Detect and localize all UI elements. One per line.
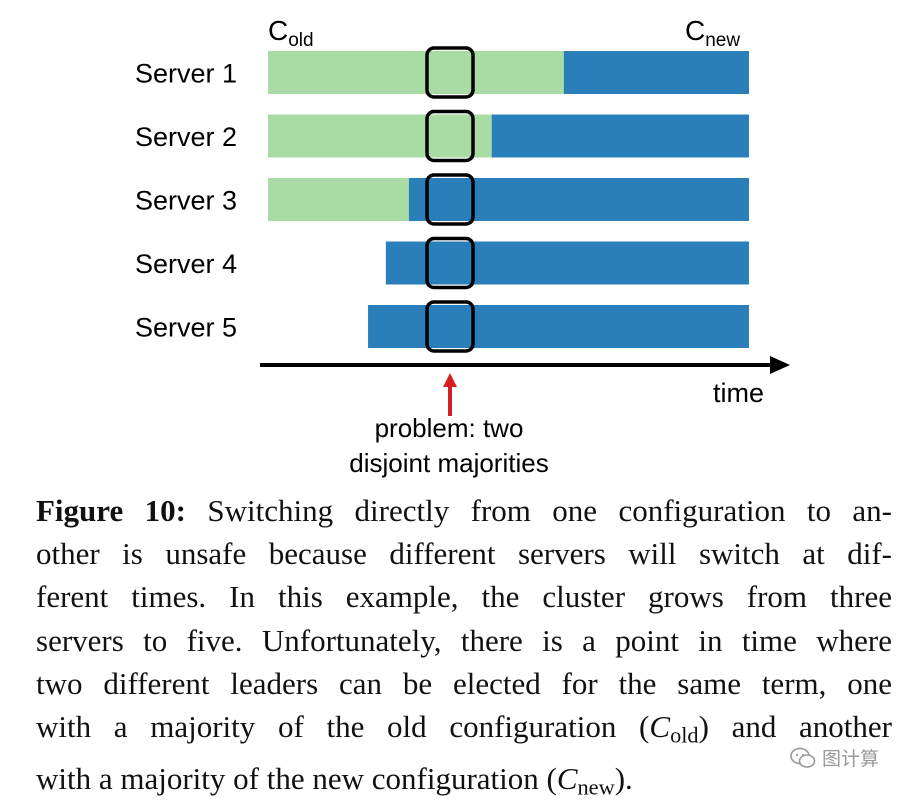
caption-line-1: Switching directly from one configuratio…	[207, 493, 893, 528]
old-config-segment	[268, 178, 409, 221]
watermark: 图计算	[790, 744, 879, 771]
problem-label-line1: problem: two	[375, 413, 524, 443]
caption-line-7: with a majority of the new configuration…	[36, 760, 633, 800]
old-config-segment	[268, 114, 492, 158]
new-config-segment	[368, 305, 749, 348]
watermark-text: 图计算	[822, 748, 880, 770]
time-point-highlight	[425, 173, 475, 226]
server-label: Server 1	[135, 59, 237, 89]
time-point-highlight	[425, 236, 475, 290]
server-label: Server 2	[135, 122, 237, 152]
old-config-segment	[268, 51, 564, 94]
time-point-highlight	[425, 46, 475, 99]
caption-line-6: with a majority of the old configuration…	[36, 709, 892, 748]
new-config-segment	[408, 178, 749, 221]
time-point-highlight	[425, 300, 475, 353]
caption-label: Figure 10:	[36, 493, 186, 528]
server-label: Server 3	[135, 186, 237, 216]
server-label: Server 4	[135, 249, 237, 279]
new-config-segment	[563, 51, 749, 94]
caption-line-5: two different leaders can be elected for…	[36, 665, 892, 701]
new-config-segment	[385, 241, 749, 285]
time-axis-arrowhead	[770, 356, 790, 374]
caption-line-2: other is unsafe because different server…	[36, 536, 892, 572]
c-new-label: Cnew	[685, 15, 740, 51]
problem-label-line2: disjoint majorities	[349, 448, 548, 478]
server-rows: Server 1 Server 2 Server 3 Server 4 Server 5	[135, 46, 749, 353]
c-old-label: Cold	[268, 15, 314, 51]
figure-caption: Figure 10: Switching directly from one c…	[36, 489, 892, 809]
caption-line-3: ferent times. In this example, the clust…	[36, 579, 892, 615]
time-point-highlight	[425, 109, 475, 163]
problem-arrowhead	[443, 373, 457, 387]
new-config-segment	[491, 114, 749, 158]
time-label: time	[713, 378, 764, 408]
server-label: Server 5	[135, 313, 237, 343]
wechat-icon	[790, 747, 816, 768]
caption-line-4: servers to five. Unfortunately, there is…	[36, 622, 892, 658]
